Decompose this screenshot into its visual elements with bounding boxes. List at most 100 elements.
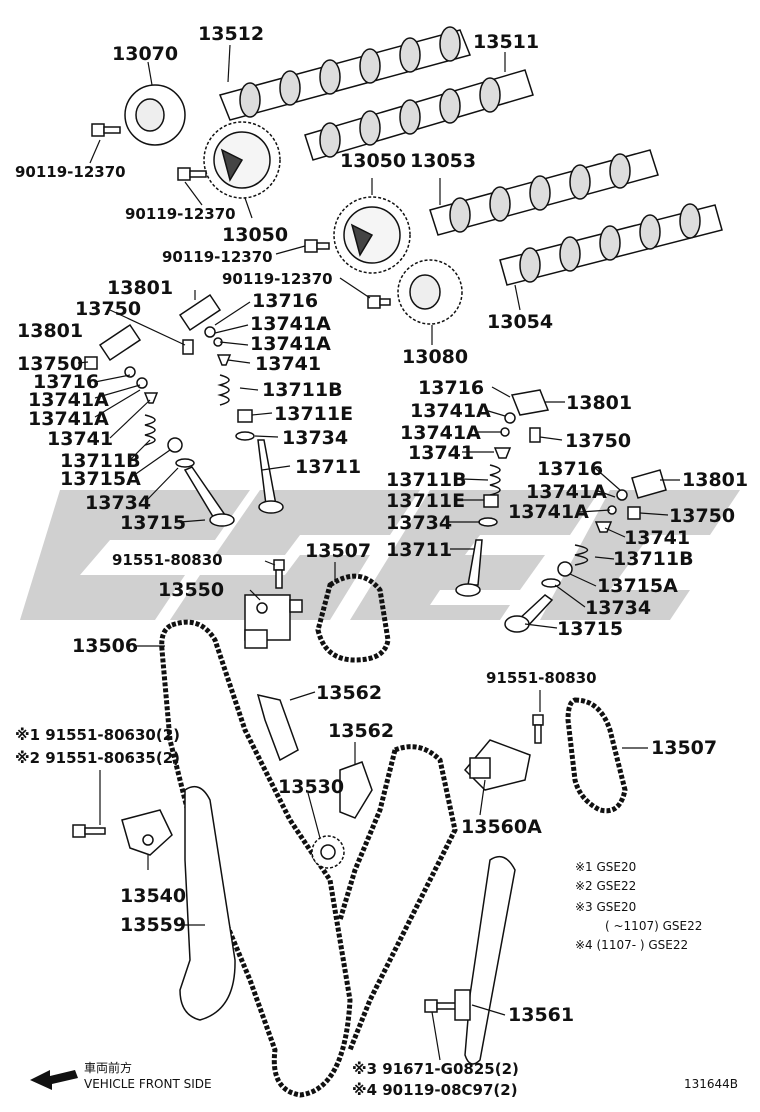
label-91551-80830-b: 91551-80830 [486,669,597,687]
note-1: ※1 GSE20 [575,860,637,874]
label-13530: 13530 [278,776,345,798]
label-13741A-c: 13741A [28,389,109,411]
label-13711B-a: 13711B [262,379,343,401]
label-13512: 13512 [198,23,265,45]
label-13741-c: 13741 [408,442,475,464]
note-3b: ( ~1107) GSE22 [605,919,703,933]
vehicle-front-en: VEHICLE FRONT SIDE [84,1077,212,1091]
label-13741-a: 13741 [255,353,322,375]
label-13711E-a: 13711E [274,403,354,425]
sprocket-13050-upper [203,121,281,199]
label-13741-d: 13741 [624,527,691,549]
figure-reference: 131644B [684,1077,739,1091]
label-13562-a: 13562 [316,682,383,704]
label-13070: 13070 [112,43,179,65]
label-90119-12370-a: 90119-12370 [15,163,126,181]
label-91671-G0825: ※3 91671-G0825(2) [352,1060,519,1078]
label-13080: 13080 [402,346,469,368]
camshaft-13053 [429,149,659,236]
label-91551-80635: ※2 91551-80635(2) [15,749,180,767]
vvt-gear-13070 [124,84,186,146]
label-13550: 13550 [158,579,225,601]
label-13559: 13559 [120,914,187,936]
label-13562-b: 13562 [328,720,395,742]
front-arrow-icon [30,1070,78,1090]
camshaft-13512 [218,26,472,121]
label-13734-d: 13734 [585,597,652,619]
label-13734-b: 13734 [85,492,152,514]
label-13734-c: 13734 [386,512,453,534]
label-13741A-b: 13741A [250,333,331,355]
valve-train-left [84,293,284,527]
tensioner-13550 [244,594,303,649]
label-13511: 13511 [473,31,540,53]
timing-chain-13507-lower [565,697,628,814]
sprocket-13050-lower [333,196,411,274]
label-13750-d: 13750 [669,505,736,527]
label-13750-a: 13750 [75,298,142,320]
label-13716-b: 13716 [33,371,100,393]
label-13050-b: 13050 [340,150,407,172]
label-13711E-b: 13711E [386,490,466,512]
label-13801-d: 13801 [682,469,749,491]
note-4: ※4 (1107- ) GSE22 [575,938,689,952]
chain-guide-13562-a [256,693,299,762]
label-13711B-c: 13711B [386,469,467,491]
label-13506: 13506 [72,635,139,657]
label-13715A-b: 13715A [597,575,678,597]
label-13711B-b: 13711B [60,450,141,472]
label-13801-a: 13801 [107,277,174,299]
tensioner-13560A [463,739,531,791]
label-13715A-a: 13715A [60,468,141,490]
label-13741A-f: 13741A [400,422,481,444]
note-2: ※2 GSE22 [575,879,637,893]
label-13734-a: 13734 [282,427,349,449]
camshaft-13054 [499,203,723,286]
label-90119-12370-c: 90119-12370 [162,248,273,266]
label-90119-08C97: ※4 90119-08C97(2) [352,1081,518,1099]
note-3: ※3 GSE20 [575,900,637,914]
label-13560A: 13560A [461,816,542,838]
label-13801-c: 13801 [566,392,633,414]
label-91551-80830-a: 91551-80830 [112,551,223,569]
label-13711-a: 13711 [295,456,362,478]
label-90119-12370-b: 90119-12370 [125,205,236,223]
label-13716-a: 13716 [252,290,319,312]
label-13561: 13561 [508,1004,575,1026]
crank-sprocket-13530 [311,835,345,869]
label-13054: 13054 [487,311,554,333]
label-13801-b: 13801 [17,320,84,342]
label-90119-12370-d: 90119-12370 [222,270,333,288]
chain-guide-13562-b [339,761,373,819]
timing-chain-13507-upper [315,573,391,663]
label-13741A-g: 13741A [526,481,607,503]
label-13050-a: 13050 [222,224,289,246]
label-13716-c: 13716 [418,377,485,399]
chain-guide-13561 [454,855,516,1065]
label-13711B-d: 13711B [613,548,694,570]
label-13716-d: 13716 [537,458,604,480]
label-91551-80630: ※1 91551-80630(2) [15,726,180,744]
label-13741A-h: 13741A [508,501,589,523]
label-13540: 13540 [120,885,187,907]
tensioner-13540 [121,809,173,856]
vvt-gear-13080 [397,259,463,325]
label-13750-c: 13750 [565,430,632,452]
label-13507-a: 13507 [305,540,372,562]
leader-lines [77,44,680,1061]
vehicle-front-jp: 車両前方 [84,1061,133,1075]
label-13741A-d: 13741A [28,408,109,430]
label-13507-b: 13507 [651,737,718,759]
valve-train-right [455,389,667,633]
label-13715-a: 13715 [120,512,187,534]
label-13741A-e: 13741A [410,400,491,422]
label-13053: 13053 [410,150,477,172]
label-13741A-a: 13741A [250,313,331,335]
label-13750-b: 13750 [17,353,84,375]
camshaft-13511 [304,69,534,161]
chain-guide-13559 [179,785,236,1021]
bolt-icons [72,123,544,1013]
label-13711-b: 13711 [386,539,453,561]
timing-chain-13506 [159,619,458,1098]
